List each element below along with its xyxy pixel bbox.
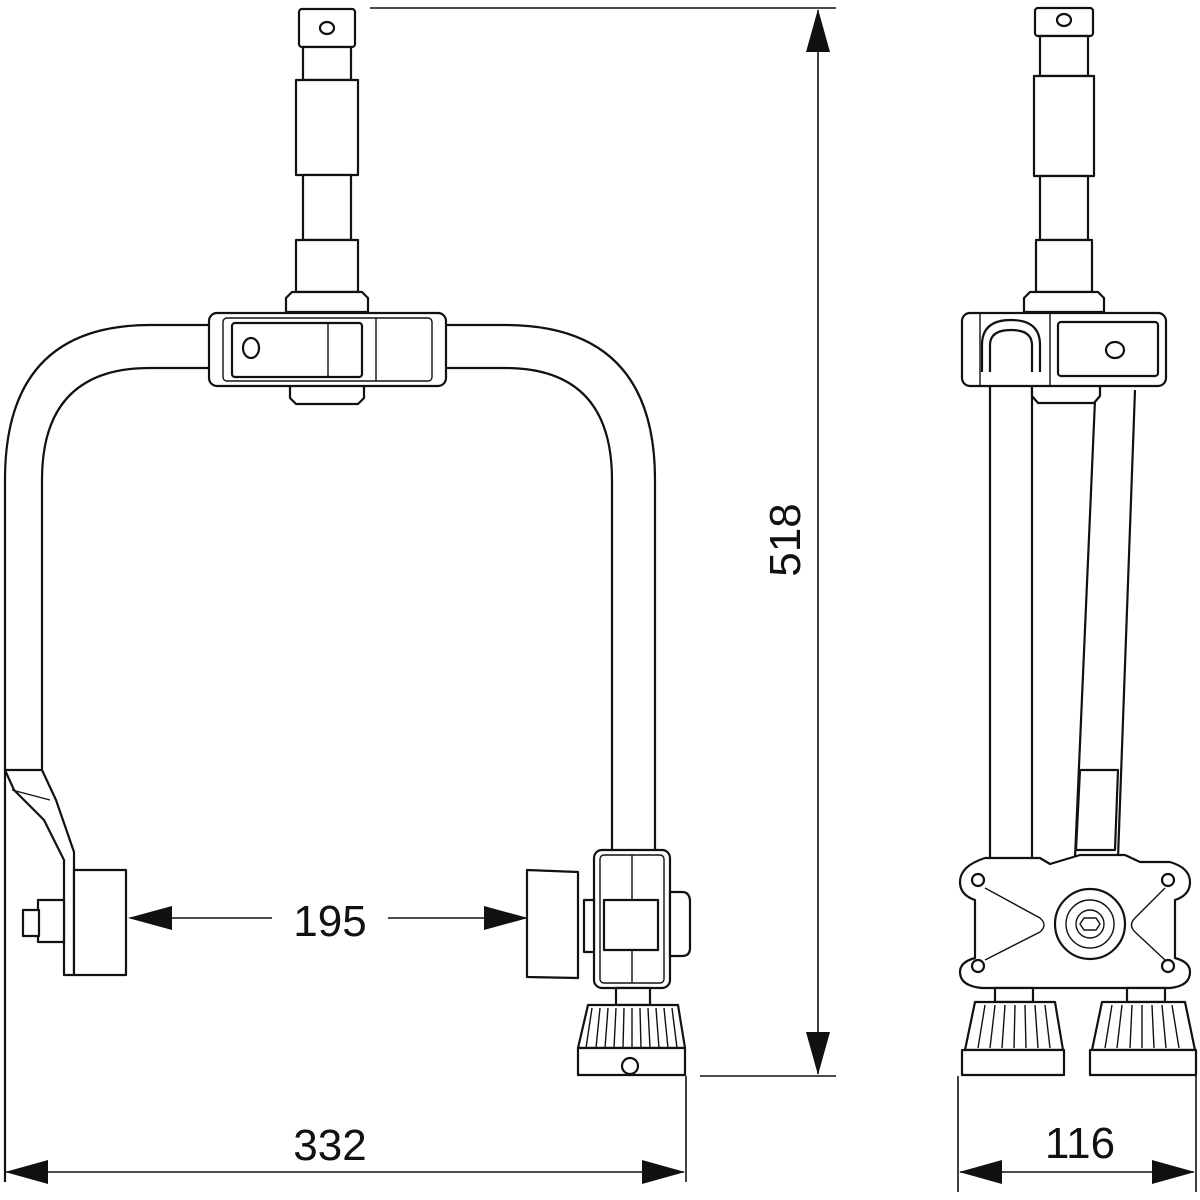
hex-socket-icon: [1079, 917, 1101, 931]
arrow-up-icon: [806, 9, 830, 52]
dimension-overall-width: 332: [5, 1076, 687, 1184]
side-clamp: [960, 311, 1168, 405]
top-clamp: [207, 311, 448, 406]
clamp-hole-icon: [1104, 340, 1126, 360]
clamp-hole-icon: [241, 336, 261, 360]
dimension-inner-width: 195: [128, 897, 528, 946]
arrow-right-icon: [1152, 1160, 1195, 1184]
right-knob-assembly: [525, 848, 692, 1077]
dimension-inner-width-label: 195: [293, 897, 366, 946]
front-view: [3, 7, 692, 1182]
arrow-left-icon: [128, 906, 172, 930]
arrow-left-icon: [5, 1160, 48, 1184]
base-plate: [958, 853, 1192, 990]
set-screw-icon: [620, 1056, 640, 1076]
arrow-right-icon: [642, 1160, 685, 1184]
side-spigot: [1022, 6, 1106, 314]
side-tube: [988, 345, 1137, 859]
left-bracket: [3, 768, 128, 977]
dimension-depth-label: 116: [1045, 1119, 1115, 1168]
arrow-down-icon: [806, 1032, 830, 1075]
arrow-left-icon: [959, 1160, 1002, 1184]
dimension-height-label: 518: [761, 503, 810, 576]
dimension-depth: 116: [957, 1076, 1197, 1192]
yoke-tube: [3, 323, 657, 1182]
dimension-overall-width-label: 332: [293, 1121, 366, 1170]
side-view: [958, 6, 1198, 1077]
side-feet: [960, 986, 1198, 1077]
spigot: [284, 7, 370, 314]
arrow-right-icon: [484, 906, 528, 930]
dimension-height: 518: [370, 7, 836, 1077]
knurled-grip: [585, 1007, 678, 1049]
